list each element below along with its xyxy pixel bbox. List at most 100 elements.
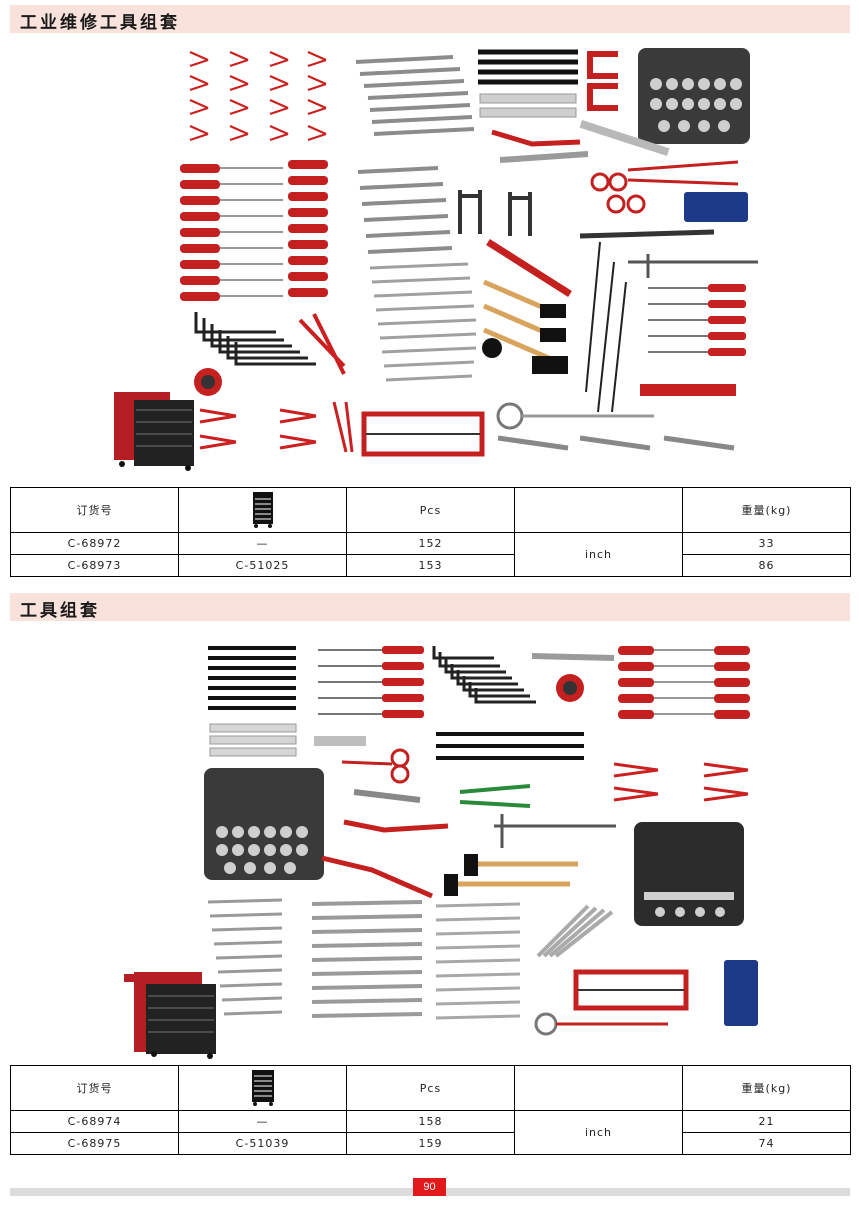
adjustable-wrench — [499, 151, 589, 163]
header-weight: 重量(kg) — [682, 1065, 851, 1111]
cell-pcs: 152 — [346, 532, 515, 555]
hacksaw — [573, 969, 689, 1011]
file-set — [318, 646, 424, 718]
cell-order-no: C-68973 — [10, 554, 179, 577]
header-unit — [514, 487, 683, 533]
cell-unit: inch — [514, 1110, 683, 1155]
tool-cabinet — [124, 972, 216, 1059]
cell-pcs: 158 — [346, 1110, 515, 1133]
cell-cabinet: — — [178, 532, 347, 555]
hex-key-set — [432, 646, 536, 704]
vernier-caliper — [494, 814, 616, 848]
locking-pliers-set — [497, 435, 735, 451]
hammer-set — [444, 854, 578, 896]
header-order-no: 订货号 — [10, 1065, 179, 1111]
feeler-gauge — [536, 904, 614, 958]
cell-order-no: C-68974 — [10, 1110, 179, 1133]
cell-cabinet: C-51025 — [178, 554, 347, 577]
section-header-industrial-kit: 工业维修工具组套 — [10, 5, 850, 33]
hammer-set — [482, 279, 568, 374]
precision-screwdrivers — [436, 732, 584, 760]
wrench-set-case — [634, 822, 744, 926]
table-row: C-68974 — 158 inch 21 — [10, 1110, 851, 1155]
header-weight: 重量(kg) — [682, 487, 851, 533]
header-cabinet — [178, 487, 347, 533]
wrench-set-2 — [357, 166, 453, 254]
cell-weight: 21 — [682, 1110, 851, 1133]
hex-key-set — [194, 312, 316, 366]
tool-cabinet — [114, 392, 194, 471]
wrench-set-2 — [311, 900, 423, 1018]
inspection-mirror — [496, 402, 654, 430]
bit-set-case — [684, 192, 748, 222]
header-pcs: Pcs — [346, 1065, 515, 1111]
water-pump-pliers — [491, 129, 581, 147]
cell-weight: 86 — [682, 554, 851, 577]
punch-set — [208, 646, 296, 710]
hacksaw — [361, 411, 485, 457]
chisel-set — [209, 723, 297, 757]
cell-order-no: C-68975 — [10, 1132, 179, 1155]
pliers-group — [613, 762, 749, 802]
tape-measure — [194, 368, 222, 396]
order-table-2: 订货号 Pcs 重量(kg) C-68974 — 158 inch 21 C-6… — [10, 1065, 851, 1155]
table-row: C-68972 — 152 inch 33 — [10, 532, 851, 577]
cell-unit: inch — [514, 532, 683, 577]
cell-cabinet: C-51039 — [178, 1132, 347, 1155]
torque-wrench — [579, 229, 715, 239]
spirit-level — [640, 384, 736, 396]
tape-measure — [556, 674, 584, 702]
socket-set-case — [638, 48, 750, 144]
pliers-group — [199, 401, 354, 453]
inspection-mirror — [534, 1012, 668, 1036]
locking-pliers — [353, 789, 421, 803]
wrench-set-1 — [355, 55, 475, 136]
cell-pcs: 159 — [346, 1132, 515, 1155]
circlip-pliers-group — [189, 50, 327, 142]
section-title: 工具组套 — [20, 601, 100, 621]
scissors — [341, 748, 410, 784]
cell-pcs: 153 — [346, 554, 515, 577]
needle-files — [585, 241, 627, 413]
tool-cabinet-icon — [252, 492, 273, 528]
locking-tools — [590, 160, 739, 214]
aviation-snips — [459, 784, 531, 808]
chisel-set — [479, 93, 577, 118]
section-title: 工业维修工具组套 — [20, 13, 180, 33]
industrial-tool-kit-photo — [108, 42, 768, 472]
tool-cabinet-icon — [251, 1070, 274, 1106]
wrench-set-1 — [207, 898, 283, 1016]
wrench-set-3 — [369, 262, 477, 382]
header-unit — [514, 1065, 683, 1111]
utility-knife — [314, 736, 366, 746]
section-header-tool-kit: 工具组套 — [10, 593, 850, 621]
tool-kit-photo — [118, 636, 768, 1062]
punch-chisel-set — [478, 49, 578, 85]
pipe-wrench — [486, 239, 572, 297]
header-cabinet — [178, 1065, 347, 1111]
table-row: C-68973 C-51025 153 86 — [10, 554, 851, 577]
screwdriver-set — [180, 160, 328, 301]
steel-ruler — [579, 120, 670, 157]
socket-set-case — [204, 768, 324, 880]
g-clamp — [587, 51, 618, 111]
gear-puller — [458, 190, 532, 236]
table-header-row: 订货号 Pcs 重量(kg) — [10, 1065, 851, 1111]
bit-set-case — [724, 960, 758, 1026]
table-row: C-68975 C-51039 159 74 — [10, 1132, 851, 1155]
cell-weight: 33 — [682, 532, 851, 555]
adjustable-wrench — [531, 653, 615, 661]
wire-stripper — [298, 313, 346, 375]
file-set — [648, 284, 746, 356]
wrench-set-3 — [435, 902, 521, 1020]
header-pcs: Pcs — [346, 487, 515, 533]
vernier-caliper — [628, 254, 758, 278]
header-order-no: 订货号 — [10, 487, 179, 533]
page-number: 90 — [413, 1178, 446, 1196]
cell-order-no: C-68972 — [10, 532, 179, 555]
water-pump-pliers — [321, 819, 449, 899]
cell-weight: 74 — [682, 1132, 851, 1155]
screwdriver-set — [618, 646, 750, 719]
order-table-1: 订货号 Pcs 重量(kg) C-68972 — 152 inch 33 C-6… — [10, 487, 851, 577]
cell-cabinet: — — [178, 1110, 347, 1133]
